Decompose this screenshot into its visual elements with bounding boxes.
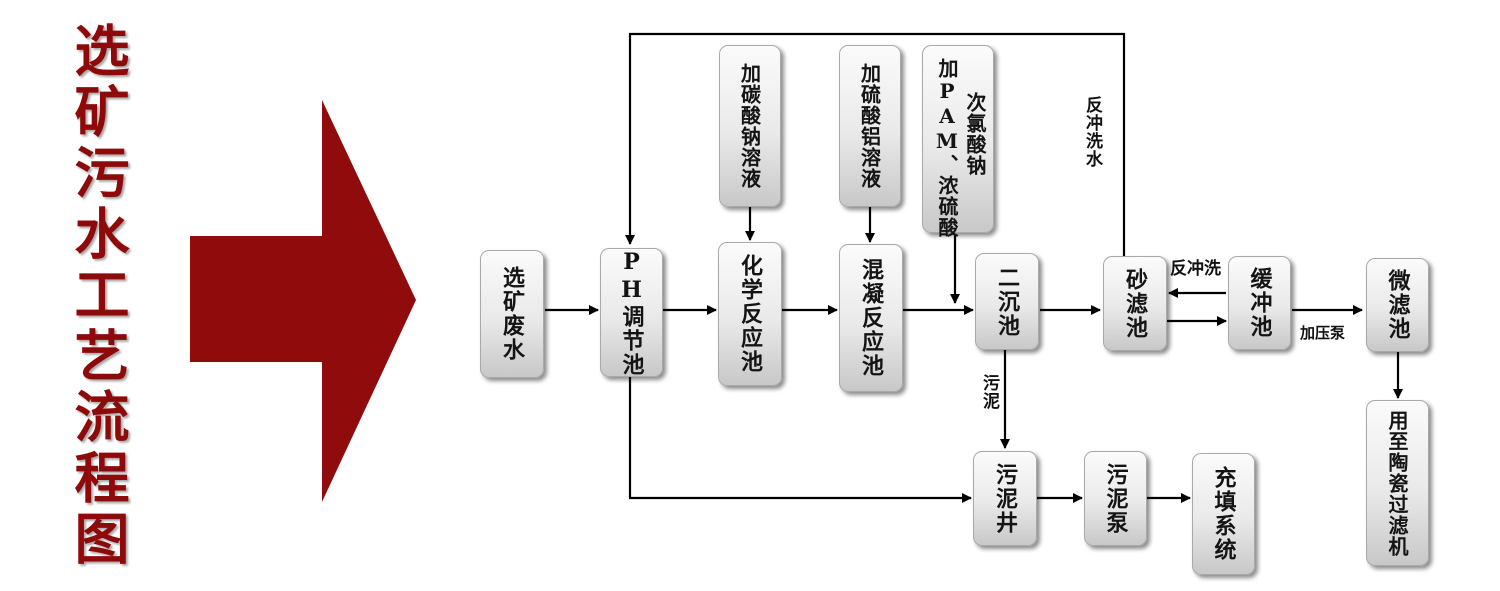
ph-bypass-to-sludge-well: [628, 377, 972, 503]
node-add-pam-label: 加PAM、浓硫酸: [935, 58, 959, 238]
node-mf-pool-label: 微滤池: [1384, 269, 1411, 341]
node-coag-pool-label: 混凝反应池: [858, 258, 884, 378]
node-add-soda: 加碳酸钠溶液: [719, 45, 781, 207]
node-ceramic-filter: 用至陶瓷过滤机: [1366, 400, 1429, 566]
node-add-alum: 加硫酸铝溶液: [839, 45, 901, 207]
node-chem-pool: 化学反应池: [718, 242, 782, 386]
node-fill-system-label: 充填系统: [1210, 466, 1237, 562]
node-buffer-pool-label: 缓冲池: [1246, 267, 1273, 339]
node-mf-pool: 微滤池: [1366, 258, 1429, 352]
page-title: 选矿污水工艺流程图: [65, 22, 130, 571]
node-ph-pool: PH调节池: [600, 248, 663, 377]
node-chem-pool-label: 化学反应池: [737, 254, 763, 374]
label-pressure-pump: 加压泵: [1300, 324, 1346, 342]
node-fill-system: 充填系统: [1192, 453, 1255, 575]
node-add-soda-label: 加碳酸钠溶液: [737, 63, 762, 189]
node-add-alum-label: 加硫酸铝溶液: [857, 63, 882, 189]
node-sludge-well-label: 污泥井: [992, 462, 1018, 535]
node-sand-pool-label: 砂滤池: [1122, 267, 1148, 340]
node-raw-water: 选矿废水: [480, 250, 544, 378]
backwash-water-loop: [625, 32, 1126, 256]
label-sludge: 污泥: [979, 374, 999, 410]
node-add-pam: 次氯酸钠 加PAM、浓硫酸: [922, 45, 994, 238]
label-backwash-water: 反冲洗水: [1082, 96, 1102, 168]
node-add-pam-side: 次氯酸钠: [963, 92, 987, 176]
node-ceramic-filter-label: 用至陶瓷过滤机: [1385, 409, 1409, 557]
node-sand-pool: 砂滤池: [1103, 256, 1167, 351]
node-sludge-well: 污泥井: [973, 451, 1037, 546]
label-backwash: 反冲洗: [1170, 259, 1221, 279]
node-sec-pool-label: 二沉池: [994, 265, 1020, 338]
node-coag-pool: 混凝反应池: [839, 244, 903, 392]
node-ph-pool-label: PH调节池: [618, 248, 645, 377]
node-sludge-pump-label: 污泥泵: [1102, 462, 1129, 535]
node-sludge-pump: 污泥泵: [1084, 451, 1147, 546]
node-raw-water-label: 选矿废水: [499, 266, 525, 362]
node-buffer-pool: 缓冲池: [1228, 256, 1291, 350]
node-sec-pool: 二沉池: [975, 253, 1039, 350]
